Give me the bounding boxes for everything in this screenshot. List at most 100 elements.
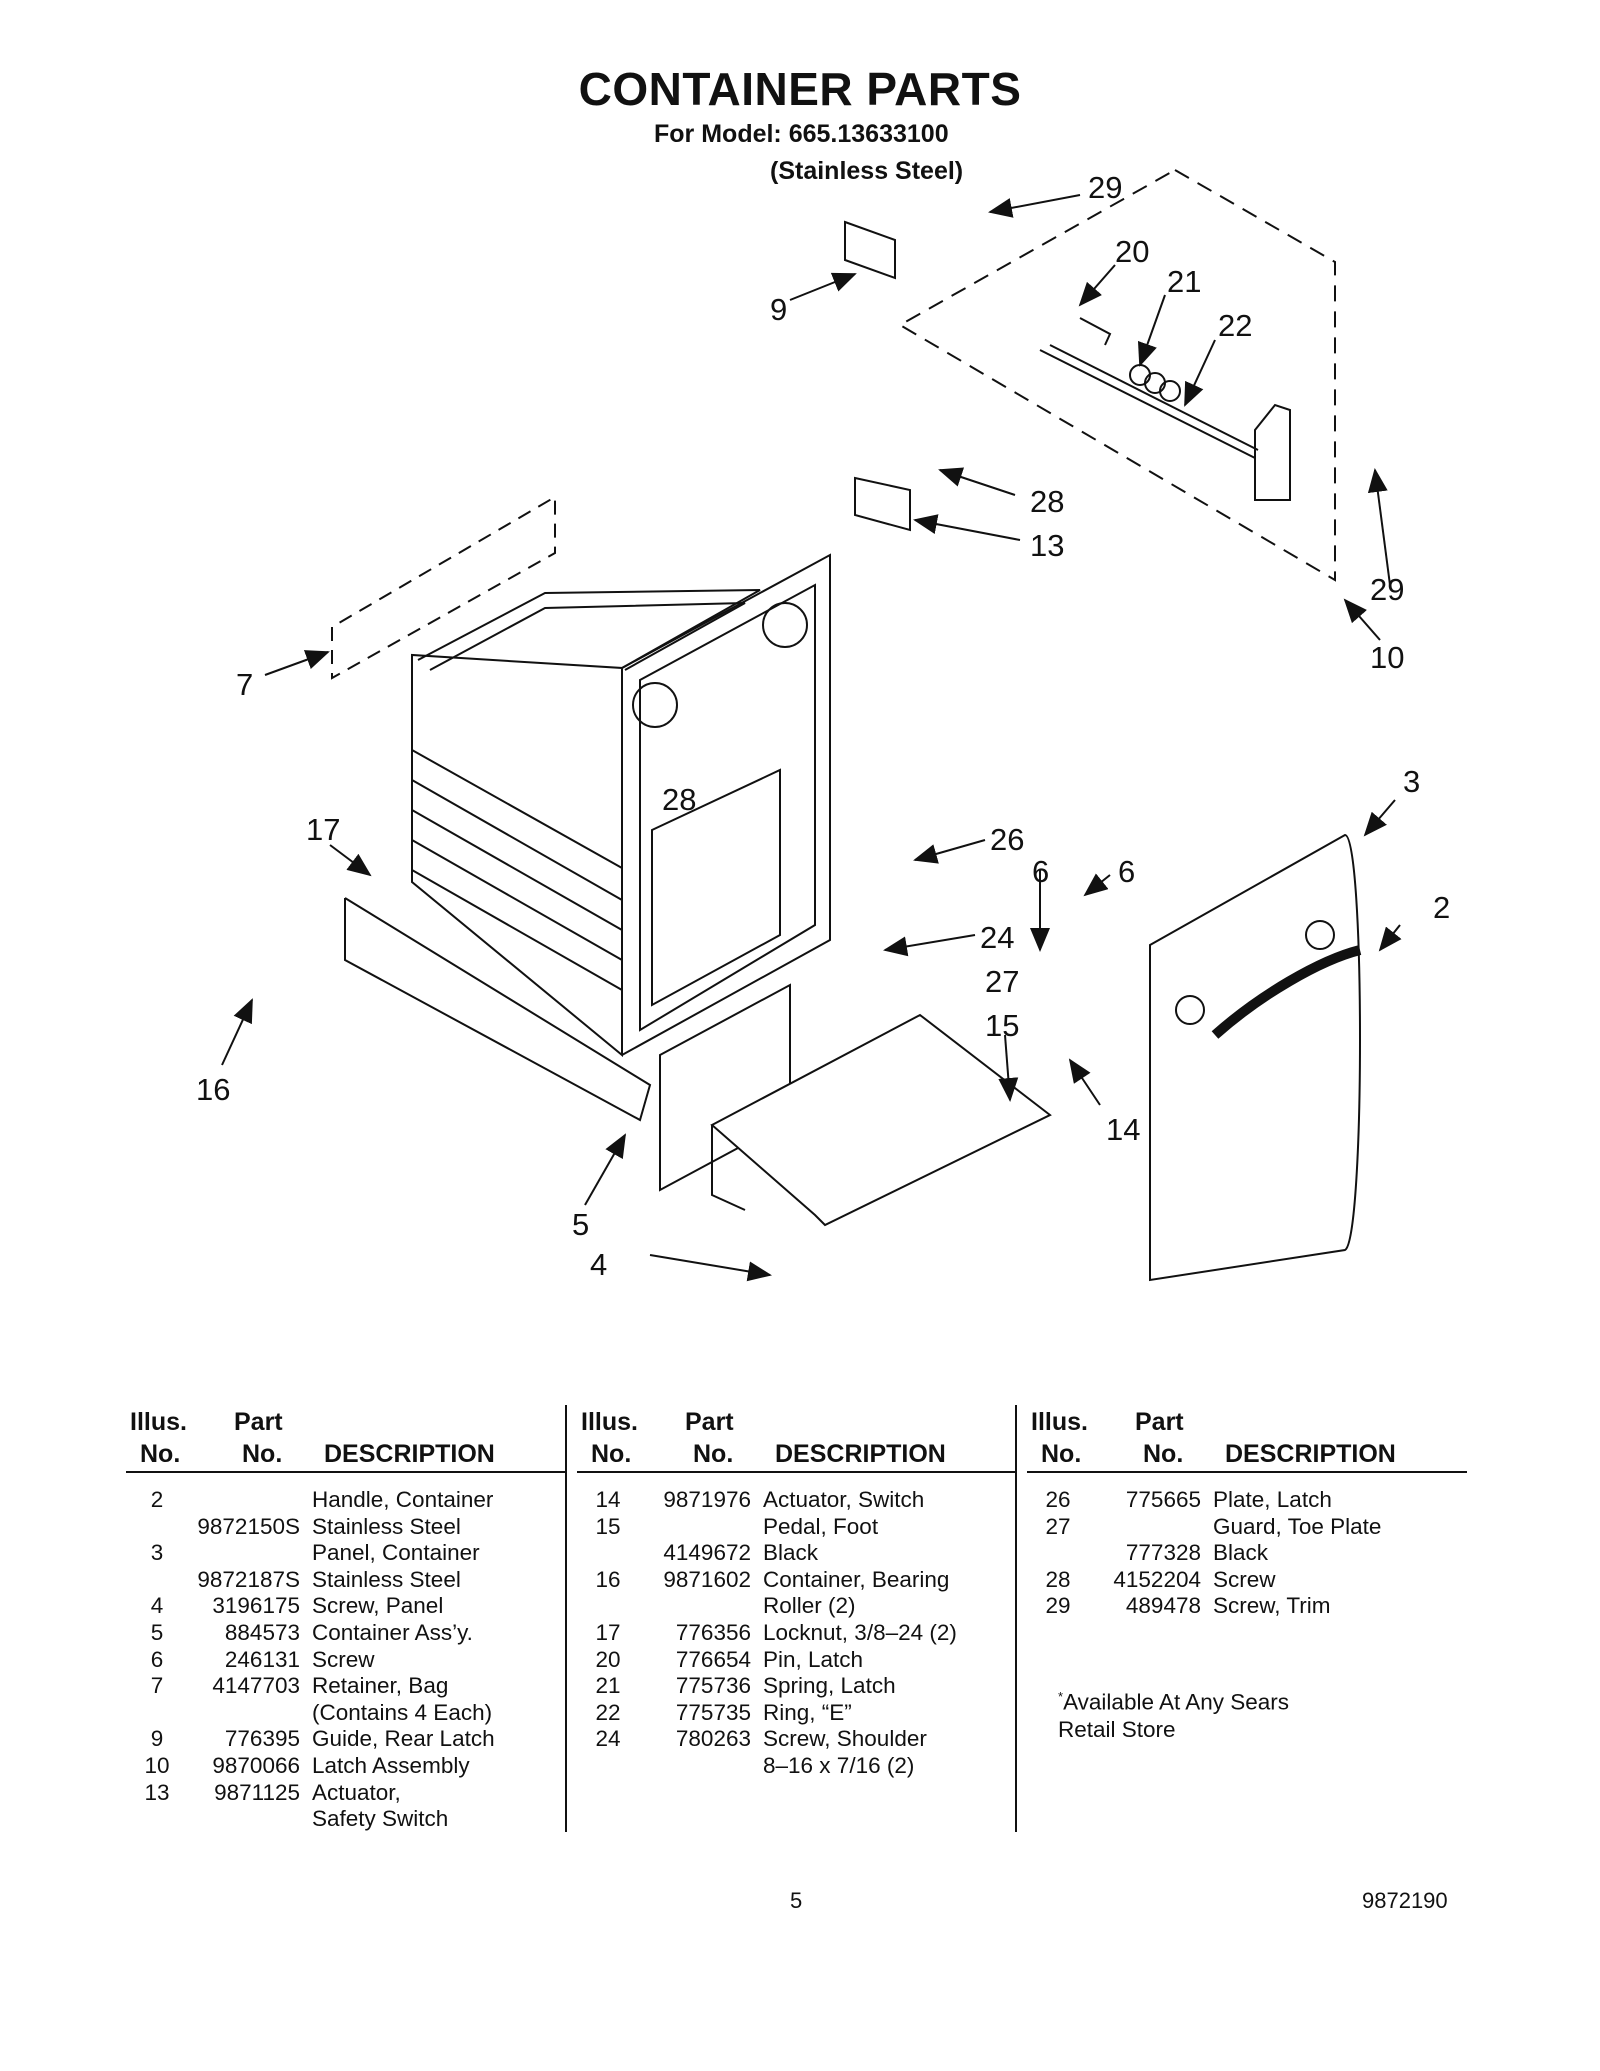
description: Latch Assembly [312, 1752, 470, 1778]
illus-no: 28 [1045, 1566, 1071, 1592]
callout: 14 [1106, 1112, 1140, 1147]
part-no: 489478 [1125, 1593, 1201, 1619]
illus-no: 22 [595, 1699, 621, 1725]
safety-switch-actuator [854, 476, 911, 532]
callout: 16 [196, 1072, 230, 1107]
part-no: 3196175 [212, 1593, 300, 1619]
callout: 26 [990, 822, 1024, 857]
description: Actuator, Switch [763, 1487, 925, 1512]
description: Roller (2) [763, 1593, 856, 1619]
description: Guard, Toe Plate [1213, 1513, 1382, 1539]
illus-no: 24 [595, 1726, 621, 1752]
document-number: 9872190 [1362, 1888, 1448, 1913]
table-header: Illus. No. Part No. DESCRIPTION [126, 1405, 566, 1473]
callout: 13 [1030, 528, 1064, 563]
illus-no: 21 [595, 1673, 621, 1699]
part-no: 777328 [1125, 1540, 1201, 1566]
illus-no: 7 [150, 1673, 164, 1699]
table-row: 8–16 x 7/16 (2) [577, 1753, 1017, 1780]
latch-rod [1039, 317, 1291, 501]
description: Handle, Container [312, 1487, 494, 1512]
part-header-2: No. [242, 1440, 283, 1468]
column-divider [565, 1405, 567, 1832]
illus-no: 14 [595, 1487, 621, 1512]
column-divider [1015, 1405, 1017, 1832]
table-row: (Contains 4 Each) [126, 1700, 566, 1727]
availability-note: *Available At Any Sears Retail Store [1058, 1683, 1289, 1743]
description: Actuator, [312, 1779, 401, 1805]
illus-no: 13 [144, 1779, 170, 1805]
part-no: 4147703 [212, 1673, 300, 1699]
table-row: 15 Pedal, Foot [577, 1514, 1017, 1541]
illus-no: 17 [595, 1619, 621, 1645]
description: Stainless Steel [312, 1566, 461, 1592]
table-row: 9872187S Stainless Steel [126, 1567, 566, 1594]
description-header: DESCRIPTION [324, 1440, 495, 1468]
page-title: CONTAINER PARTS [578, 63, 1022, 115]
description: (Contains 4 Each) [312, 1699, 493, 1725]
part-no: 9872187S [197, 1566, 300, 1592]
table-row: Roller (2) [577, 1593, 1017, 1620]
illus-no: 15 [595, 1513, 621, 1539]
container-rail [344, 897, 652, 1122]
description: Retainer, Bag [312, 1673, 449, 1699]
table-header: Illus. No. Part No. DESCRIPTION [1027, 1405, 1467, 1473]
part-no: 775735 [675, 1699, 751, 1725]
part-no: 780263 [675, 1726, 751, 1752]
callout: 20 [1115, 234, 1149, 269]
callout: 5 [572, 1207, 589, 1242]
description: Screw, Panel [312, 1593, 444, 1619]
description: Black [763, 1540, 819, 1566]
table-row: Safety Switch [126, 1806, 566, 1833]
illus-no: 26 [1045, 1487, 1071, 1512]
part-no: 9871602 [663, 1566, 751, 1592]
illus-header-1: Illus. [581, 1408, 638, 1436]
callout: 15 [985, 1008, 1019, 1043]
callout: 22 [1218, 308, 1252, 343]
description-header: DESCRIPTION [1225, 1440, 1396, 1468]
part-header-2: No. [693, 1440, 734, 1468]
description: Screw [312, 1646, 375, 1672]
callout: 21 [1167, 264, 1201, 299]
table-row: 7 4147703 Retainer, Bag [126, 1673, 566, 1700]
description: Pedal, Foot [763, 1513, 879, 1539]
callout: 10 [1370, 640, 1404, 675]
container-front-panel [1149, 833, 1362, 1282]
description: Spring, Latch [763, 1673, 896, 1699]
callout: 2 [1433, 890, 1450, 925]
description: Safety Switch [312, 1806, 449, 1832]
latch-assembly-dashed-outline [897, 168, 1336, 582]
callout: 24 [980, 920, 1014, 955]
rear-latch-guide [844, 220, 896, 280]
note-line-1: Available At Any Sears [1063, 1689, 1290, 1715]
callout: 4 [590, 1247, 607, 1282]
description-header: DESCRIPTION [775, 1440, 946, 1468]
description: Container, Bearing [763, 1566, 950, 1592]
callout: 9 [770, 292, 787, 327]
callout: 29 [1370, 572, 1404, 607]
callout: 6 [1118, 854, 1135, 889]
table-header: Illus. No. Part No. DESCRIPTION [577, 1405, 1017, 1473]
part-no: 4152204 [1113, 1566, 1201, 1592]
description: Pin, Latch [763, 1646, 864, 1672]
description: Guide, Rear Latch [312, 1726, 495, 1752]
part-no: 9871125 [214, 1779, 300, 1805]
description: Ring, “E” [763, 1699, 852, 1725]
